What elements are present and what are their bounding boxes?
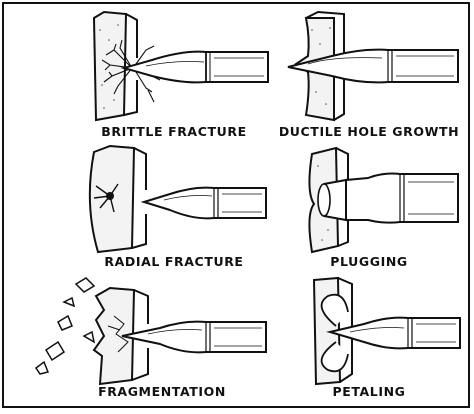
diagram-frame: BRITTLE FRACTURE DUCTILE HOLE GROWTH bbox=[2, 2, 470, 408]
ductile-hole-growth-illustration bbox=[287, 10, 459, 122]
panel-radial-fracture: RADIAL FRACTURE bbox=[74, 144, 274, 274]
caption-brittle-fracture: BRITTLE FRACTURE bbox=[101, 124, 247, 139]
brittle-fracture-illustration bbox=[92, 10, 269, 122]
caption-petaling: PETALING bbox=[332, 384, 406, 399]
caption-plugging: PLUGGING bbox=[330, 254, 408, 269]
radial-fracture-illustration bbox=[88, 144, 267, 254]
fragmentation-illustration bbox=[34, 277, 267, 386]
panel-plugging: PLUGGING bbox=[272, 144, 466, 274]
panel-brittle-fracture: BRITTLE FRACTURE bbox=[74, 10, 274, 142]
caption-radial-fracture: RADIAL FRACTURE bbox=[104, 254, 244, 269]
petaling-illustration bbox=[312, 276, 461, 386]
caption-ductile-hole-growth: DUCTILE HOLE GROWTH bbox=[278, 124, 460, 139]
panel-fragmentation: FRAGMENTATION bbox=[24, 276, 274, 404]
caption-fragmentation: FRAGMENTATION bbox=[98, 384, 226, 399]
panel-ductile-hole-growth: DUCTILE HOLE GROWTH bbox=[272, 10, 466, 142]
panel-petaling: PETALING bbox=[272, 276, 466, 404]
plugging-illustration bbox=[308, 146, 459, 254]
